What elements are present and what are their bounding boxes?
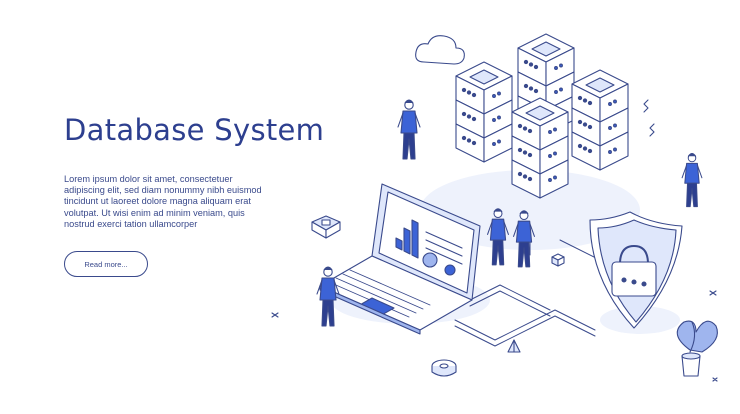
disc-icon: [431, 359, 457, 377]
pyramid-icon: [507, 339, 521, 353]
hero-text-block: Database System Lorem ipsum dolor sit am…: [64, 0, 364, 409]
bar-chart-icon: [395, 219, 419, 259]
shield-lock-icon: [589, 211, 683, 329]
floor-shadow: [330, 170, 680, 334]
page-title: Database System: [64, 113, 325, 147]
read-more-button[interactable]: Read more...: [64, 251, 148, 277]
server-rack-icon: [455, 33, 629, 199]
person-talking-right: [513, 210, 535, 268]
person-standing-right: [681, 153, 703, 208]
person-talking-left: [487, 208, 509, 266]
potted-plant-icon: [676, 320, 718, 377]
circuit-lines: [454, 234, 621, 347]
cube-icon: [551, 253, 565, 267]
padlock-icon: [611, 245, 657, 297]
motion-lines: [643, 99, 655, 137]
hero-description: Lorem ipsum dolor sit amet, consectetuer…: [64, 174, 262, 229]
person-walking: [397, 99, 421, 160]
cloud-icon: [415, 35, 465, 65]
